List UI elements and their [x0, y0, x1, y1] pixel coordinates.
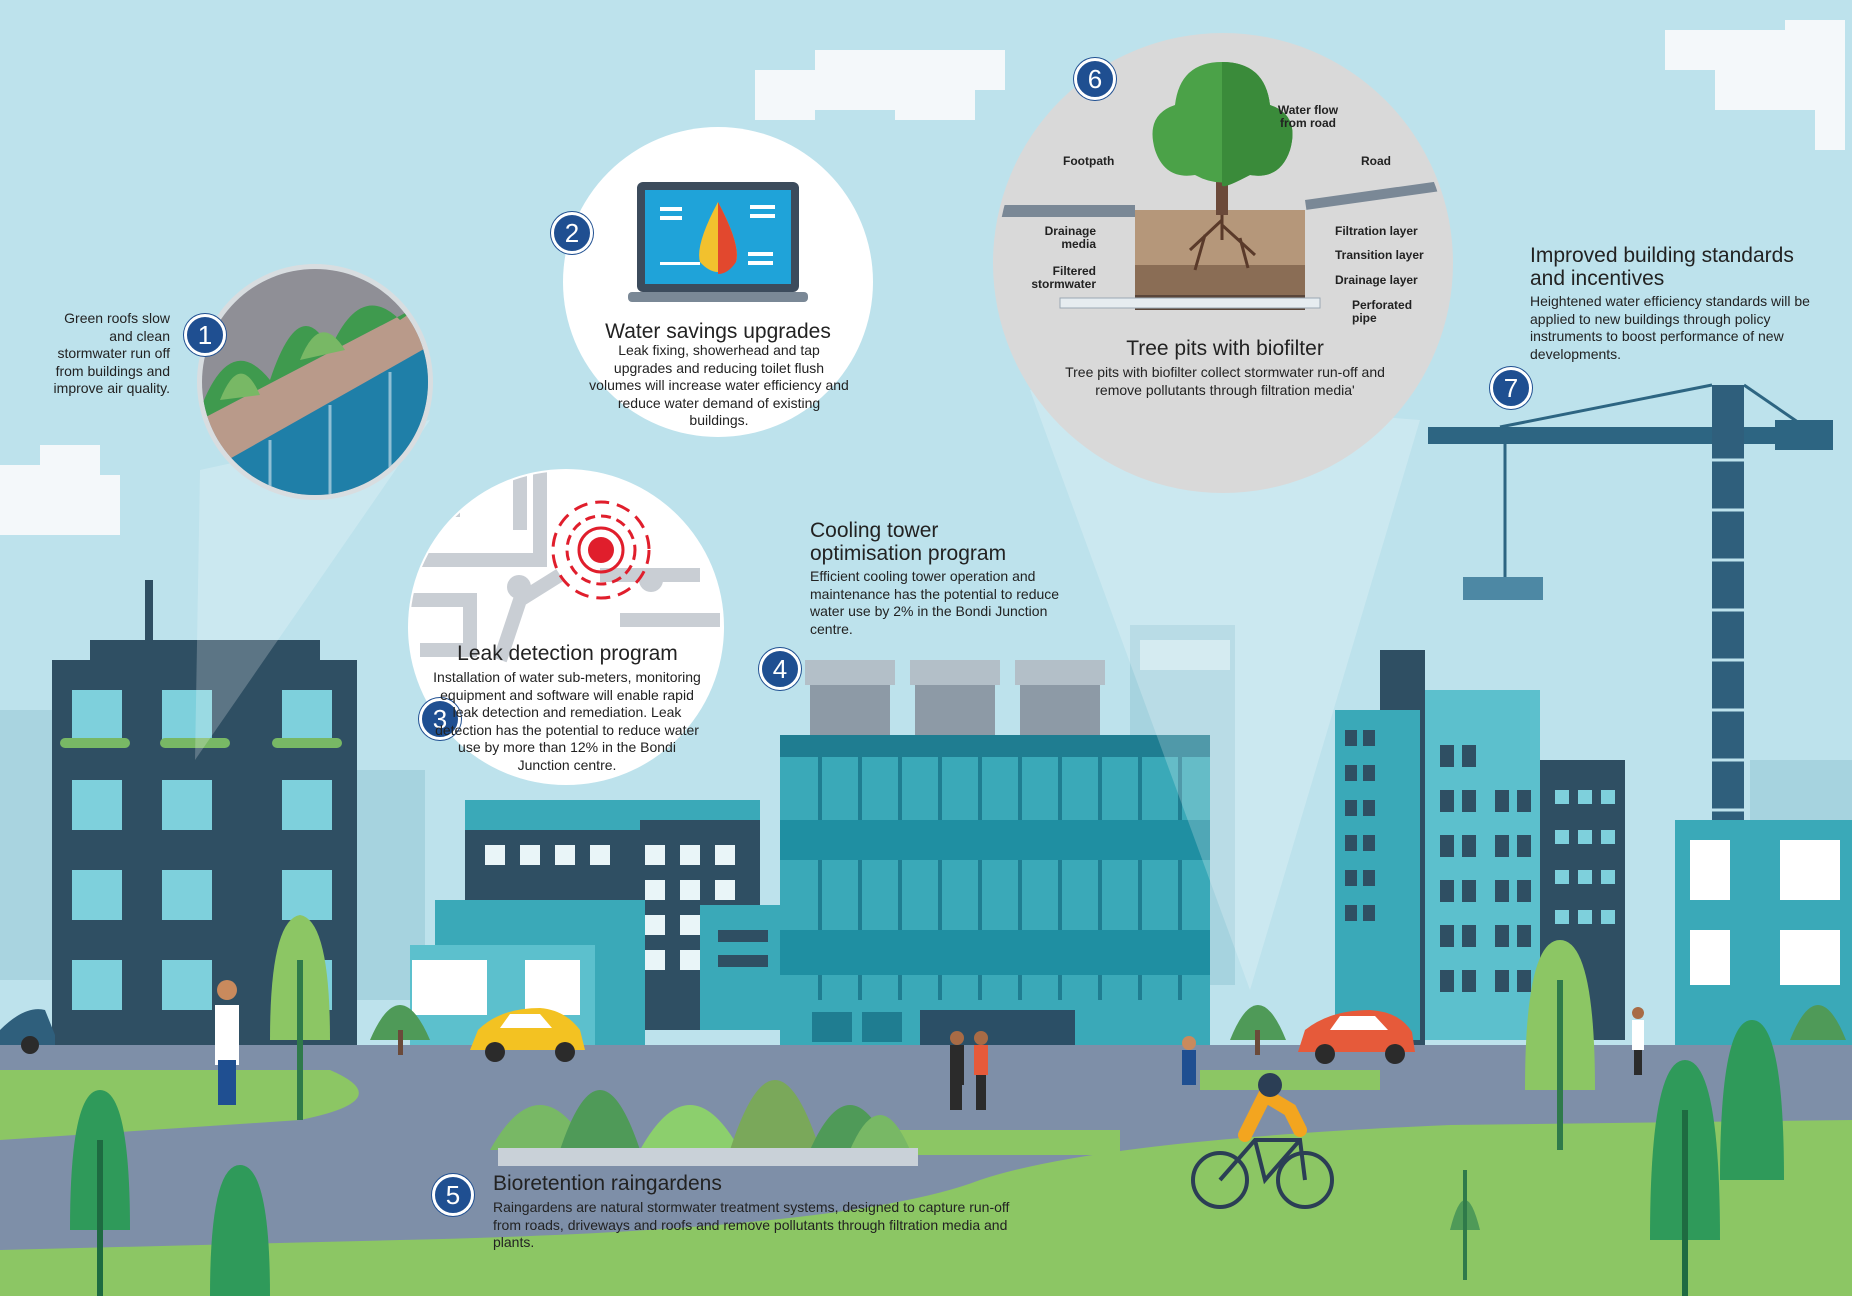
building-back [0, 710, 60, 980]
label-filtered-stormwater: Filtered stormwater [1031, 264, 1096, 291]
label-perforated-pipe: Perforated pipe [1352, 298, 1413, 325]
building-standards-text: Heightened water efficiency standards wi… [1530, 293, 1810, 362]
raingardens-title: Bioretention raingardens [493, 1172, 722, 1195]
tree-pits-title: Tree pits with biofilter [1126, 337, 1324, 360]
leak-detection-title: Leak detection program [457, 642, 678, 665]
label-drainage-media: Drainage media [1044, 224, 1096, 251]
cyclist [1191, 1073, 1334, 1209]
label-filtration-layer: Filtration layer [1335, 224, 1418, 238]
people [215, 980, 1644, 1110]
badge-5: 5 [432, 1174, 474, 1216]
raingardens-text: Raingardens are natural stormwater treat… [493, 1199, 1010, 1250]
trees [70, 915, 1846, 1296]
building-standards-title: Improved building standards and incentiv… [1530, 244, 1794, 290]
car-blue [0, 1009, 55, 1054]
crane-load [1463, 577, 1543, 600]
water-savings-title: Water savings upgrades [605, 320, 831, 343]
label-road: Road [1361, 154, 1391, 168]
water-savings-text: Leak fixing, showerhead and tap upgrades… [589, 342, 849, 428]
label-drainage-layer: Drainage layer [1335, 273, 1418, 287]
badge-4: 4 [759, 648, 801, 690]
badge-7: 7 [1490, 367, 1532, 409]
green-roof-text: Green roofs slow and clean stormwater ru… [53, 310, 170, 396]
label-water-flow: Water flow from road [1277, 103, 1339, 130]
building-middle-left [410, 800, 785, 1055]
perforated-pipe [1059, 297, 1321, 309]
clouds [0, 20, 1845, 535]
cloud [755, 50, 1005, 120]
building-back-windows [1140, 640, 1230, 670]
cloud [0, 445, 120, 535]
circle-leak-detection [408, 469, 724, 785]
cloud [1665, 20, 1845, 150]
badge-3: 3 [419, 698, 461, 740]
badge-2: 2 [551, 212, 593, 254]
tree-pits-text: Tree pits with biofilter collect stormwa… [1065, 364, 1385, 398]
planter-edge [498, 1148, 918, 1166]
cooling-tower-text: Efficient cooling tower operation and ma… [810, 568, 1060, 637]
cooling-tower-title: Cooling tower optimisation program [810, 519, 1007, 565]
badge-6: 6 [1074, 58, 1116, 100]
raingarden [490, 1080, 918, 1166]
circle-water-savings [563, 127, 873, 437]
leak-target-icon [588, 537, 614, 563]
crane-jib [1428, 427, 1833, 444]
circle-tree-pit [993, 33, 1453, 493]
building-right [1335, 650, 1852, 1050]
spotlight-cones [195, 390, 1420, 990]
car-yellow [470, 1008, 585, 1062]
badge-1: 1 [184, 314, 226, 356]
label-footpath: Footpath [1063, 154, 1115, 168]
circle-green-roof [197, 264, 433, 500]
car-red [1298, 1010, 1415, 1064]
leak-detection-text: Installation of water sub-meters, monito… [433, 669, 701, 773]
label-transition-layer: Transition layer [1335, 248, 1424, 262]
